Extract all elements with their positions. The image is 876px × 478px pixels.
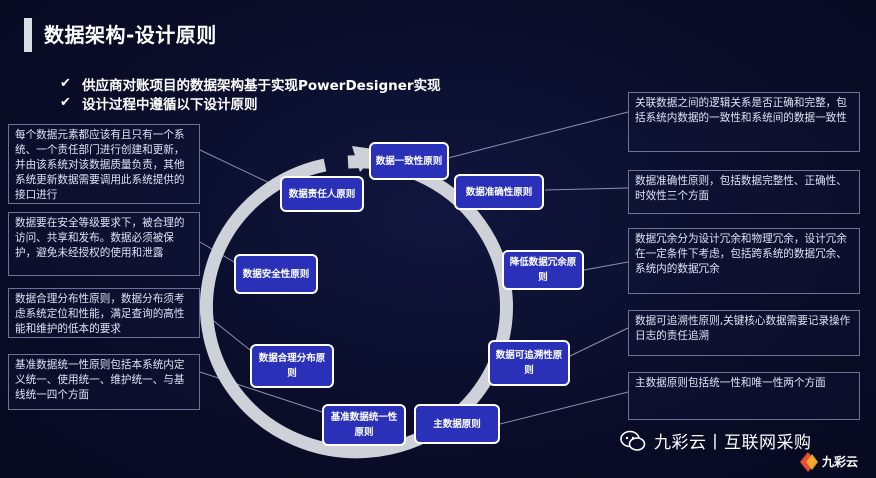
note-reference-data: 基准数据统一性原则包括本系统内定义统一、使用统一、维护统一、与基线统一四个方面	[8, 354, 200, 410]
note-distribution: 数据合理分布性原则，数据分布须考虑系统定位和性能，满足查询的高性能和维护的低本的…	[8, 288, 200, 338]
title-accent-bar	[24, 18, 32, 52]
bullet-list: ✔ 供应商对账项目的数据架构基于实现PowerDesigner实现 ✔ 设计过程…	[60, 74, 441, 113]
node-data-ownership: 数据责任人原则	[280, 176, 364, 212]
node-traceability: 数据可追溯性原则	[488, 340, 570, 386]
connector-line	[499, 391, 629, 425]
node-data-accuracy: 数据准确性原则	[454, 174, 544, 210]
node-reasonable-distribution: 数据合理分布原则	[250, 344, 334, 388]
connector-line	[544, 187, 629, 191]
node-master-data: 主数据原则	[414, 404, 500, 444]
logo-text: 九彩云	[821, 454, 858, 469]
wechat-watermark: 九彩云丨互联网采购	[620, 428, 812, 453]
connector-line	[447, 111, 629, 159]
note-ownership: 每个数据元素都应该有且只有一个系统、一个责任部门进行创建和更新，并由该系统对该数…	[8, 124, 200, 204]
note-traceability: 数据可追溯性原则,关键核心数据需要记录操作日志的责任追溯	[628, 310, 860, 356]
node-reduce-redundancy: 降低数据冗余原则	[502, 250, 584, 290]
note-security: 数据要在安全等级要求下，被合理的访问、共享和发布。数据必须被保护，避免未经授权的…	[8, 212, 200, 276]
connector-line	[199, 149, 281, 189]
note-redundancy: 数据冗余分为设计冗余和物理冗余，设计冗余在一定条件下考虑，包括跨系统的数据冗余、…	[628, 228, 860, 294]
cycle-ring	[200, 155, 513, 459]
bullet-text: 设计过程中遵循以下设计原则	[82, 96, 258, 113]
bullet-item: ✔ 设计过程中遵循以下设计原则	[60, 93, 441, 113]
connector-line	[583, 261, 629, 271]
brand-text: 九彩云丨互联网采购	[654, 433, 812, 453]
note-accuracy: 数据准确性原则，包括数据完整性、正确性、时效性三个方面	[628, 170, 860, 214]
bullet-item: ✔ 供应商对账项目的数据架构基于实现PowerDesigner实现	[60, 74, 441, 94]
connector-line	[569, 327, 629, 357]
node-data-security: 数据安全性原则	[234, 254, 318, 294]
check-icon: ✔	[60, 95, 71, 110]
page-title: 数据架构-设计原则	[44, 23, 217, 47]
wechat-icon	[620, 430, 646, 451]
node-reference-data-uniformity: 基准数据统一性原则	[322, 404, 406, 446]
node-data-consistency: 数据一致性原则	[369, 142, 449, 180]
note-consistency: 关联数据之间的逻辑关系是否正确和完整，包括系统内数据的一致性和系统间的数据一致性	[628, 92, 860, 152]
note-master-data: 主数据原则包括统一性和唯一性两个方面	[628, 372, 860, 420]
brand-logo: 九彩云	[798, 448, 860, 474]
bullet-text: 供应商对账项目的数据架构基于实现PowerDesigner实现	[82, 77, 441, 94]
check-icon: ✔	[60, 76, 71, 91]
